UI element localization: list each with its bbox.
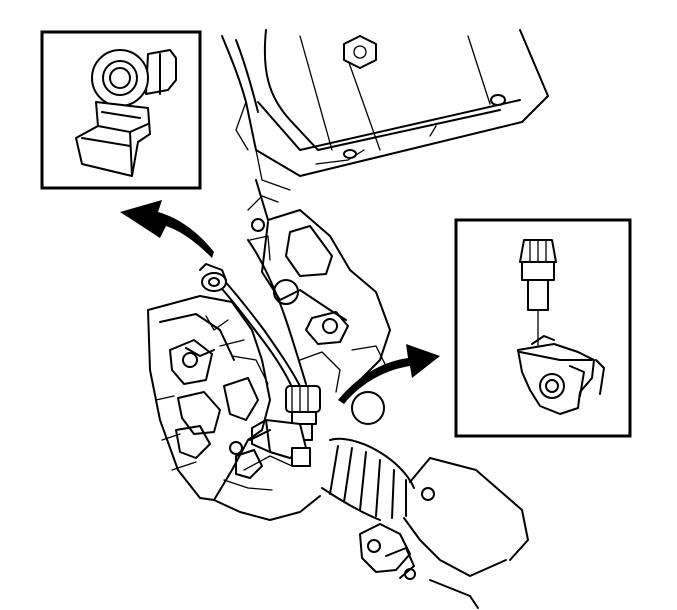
bracket-grommet-detail-icon	[75, 49, 177, 177]
connector-pin-detail-icon	[517, 239, 605, 415]
main-assembly	[147, 29, 549, 609]
axle-boot	[321, 391, 415, 521]
lower-housing	[213, 429, 321, 521]
inset-right	[454, 218, 632, 438]
transmission-case	[147, 295, 293, 501]
harness-grommet	[199, 263, 227, 292]
hex-bolt	[343, 35, 377, 69]
speed-sensor	[251, 419, 311, 467]
wiring-harness	[199, 239, 307, 393]
drive-axle	[359, 457, 529, 609]
mounting-bracket	[247, 179, 391, 393]
arrow-to-right-inset	[338, 344, 440, 404]
inset-left	[40, 30, 202, 190]
arrow-to-left-inset	[120, 200, 214, 258]
upper-housing	[221, 29, 549, 191]
